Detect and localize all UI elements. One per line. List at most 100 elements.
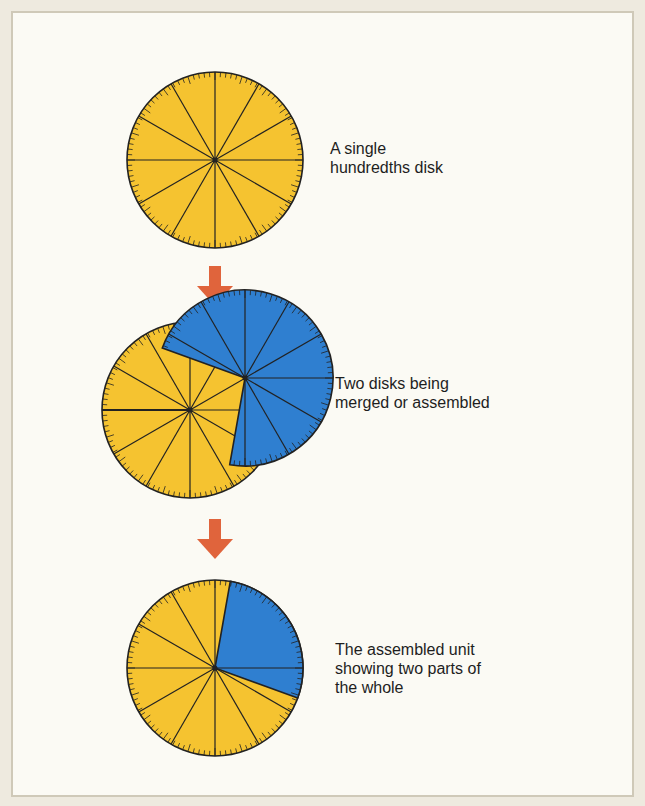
disk-tick xyxy=(163,225,168,231)
disk-tick xyxy=(203,73,205,78)
disk-tick xyxy=(220,751,221,756)
disk-tick xyxy=(113,368,117,370)
disk-tick xyxy=(133,699,138,701)
disk-tick xyxy=(250,461,251,466)
disk-tick xyxy=(198,750,200,755)
disk-tick xyxy=(215,72,216,80)
disk-tick xyxy=(113,450,117,452)
disk-tick xyxy=(105,388,110,389)
disk-tick xyxy=(225,242,227,247)
disk-tick xyxy=(148,483,150,487)
disk-tick xyxy=(203,581,205,586)
disk-spoke xyxy=(214,160,215,248)
disk-tick xyxy=(200,492,202,497)
disk-tick xyxy=(285,712,289,715)
disk-tick xyxy=(127,154,132,155)
disk-tick xyxy=(102,404,107,405)
disk-tick xyxy=(290,631,295,633)
disk-tick xyxy=(325,378,333,379)
disk-tick xyxy=(306,435,310,438)
disk-tick xyxy=(188,76,190,84)
disk-spoke xyxy=(215,667,303,668)
disk-tick xyxy=(230,582,232,587)
disk-tick xyxy=(285,451,287,455)
disk-tick xyxy=(295,668,303,669)
disk-tick xyxy=(151,608,155,611)
disk-tick xyxy=(163,733,168,739)
disk-tick xyxy=(288,118,292,120)
disk-tick xyxy=(230,750,232,755)
disk-tick xyxy=(205,492,207,497)
disk-tick xyxy=(298,310,301,314)
disk-tick xyxy=(130,646,135,647)
disk-tick xyxy=(315,422,319,425)
disk-spoke xyxy=(214,72,215,160)
disk-tick xyxy=(255,741,257,745)
disk-tick xyxy=(291,641,299,643)
disk-tick xyxy=(310,425,316,430)
disk-tick xyxy=(183,745,185,750)
disk-tick xyxy=(321,403,329,405)
disk-tick xyxy=(272,604,275,608)
disk-tick xyxy=(270,454,272,462)
disk-tick xyxy=(209,72,210,77)
disk-tick xyxy=(203,301,205,305)
disk-tick xyxy=(280,298,282,303)
disk-tick xyxy=(295,646,300,647)
disk-tick xyxy=(135,195,140,197)
disk-tick xyxy=(288,200,292,202)
disk-tick xyxy=(126,467,130,470)
disk-tick xyxy=(173,741,175,745)
disk-tick xyxy=(188,236,190,244)
disk-tick xyxy=(327,388,332,390)
disk-tick xyxy=(233,460,235,465)
disk-tick xyxy=(255,591,257,595)
disk-tick xyxy=(276,608,280,611)
disk-tick xyxy=(298,165,303,166)
disk-tick xyxy=(110,373,115,375)
disk-tick xyxy=(155,604,158,608)
disk-tick xyxy=(328,383,333,384)
disk-tick xyxy=(268,92,271,96)
disk-tick xyxy=(292,307,297,313)
disk-spoke xyxy=(114,366,190,410)
disk-center xyxy=(213,666,218,671)
disk-tick xyxy=(163,597,168,603)
disk-tick xyxy=(220,72,221,77)
disk-tick xyxy=(129,651,134,653)
disk-tick xyxy=(225,485,227,490)
disk-tick xyxy=(165,341,170,343)
disk-tick xyxy=(168,86,171,90)
disk-tick xyxy=(288,626,292,628)
disk-tick xyxy=(297,656,302,658)
disk-tick xyxy=(108,441,113,443)
disk-tick xyxy=(144,207,150,212)
disk-tick xyxy=(236,583,237,588)
disk-tick xyxy=(223,293,224,298)
disk-tick xyxy=(298,673,303,674)
disk-tick xyxy=(215,486,217,494)
disk-tick xyxy=(245,458,246,466)
disk-tick xyxy=(130,181,135,182)
disk-tick xyxy=(127,662,132,663)
disk-tick xyxy=(246,78,248,83)
disk-tick xyxy=(188,744,190,752)
disk-spoke xyxy=(139,116,215,160)
disk-tick xyxy=(193,240,194,245)
disk-tick xyxy=(327,393,332,395)
disk-tick xyxy=(130,138,135,139)
disk-tick xyxy=(259,86,262,90)
disk-center xyxy=(243,376,248,381)
disk-tick xyxy=(292,191,297,193)
disk-tick xyxy=(173,492,175,497)
disk-tick xyxy=(128,170,133,172)
disk-tick xyxy=(250,235,252,240)
disk-spoke xyxy=(245,377,333,378)
disk-tick xyxy=(236,75,237,80)
disk-tick xyxy=(128,678,133,680)
disk-tick xyxy=(280,616,286,621)
disk-tick xyxy=(280,715,286,720)
disk-spoke xyxy=(215,667,303,668)
disk-tick xyxy=(135,703,140,705)
